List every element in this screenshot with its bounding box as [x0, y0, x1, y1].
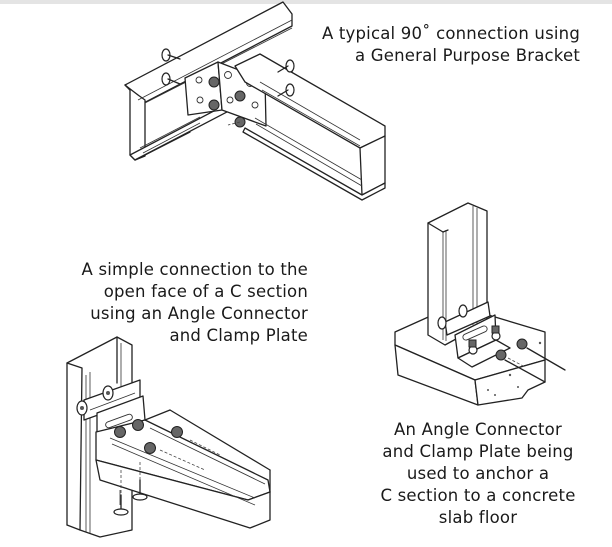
bolts-left — [161, 48, 181, 86]
illustration-angle-connector-open-face — [66, 336, 271, 538]
illustration-general-purpose-bracket — [124, 1, 386, 201]
caption-concrete-slab-anchor: An Angle Connector and Clamp Plate being… — [380, 420, 576, 527]
angle-connector-slab — [437, 301, 566, 383]
top-strip — [0, 0, 612, 4]
bolts-right — [277, 59, 295, 97]
caption-angle-connector-open-face: A simple connection to the open face of … — [81, 260, 308, 345]
clamp-plate-column — [76, 379, 141, 421]
illustration-concrete-slab-anchor — [394, 202, 566, 406]
c-section-right — [227, 53, 386, 201]
bolts-below — [113, 462, 148, 516]
c-section-cantilever — [95, 409, 271, 529]
nuts-cantilever — [114, 419, 183, 454]
caption-general-purpose-bracket: A typical 90˚ connection using a General… — [321, 24, 580, 65]
